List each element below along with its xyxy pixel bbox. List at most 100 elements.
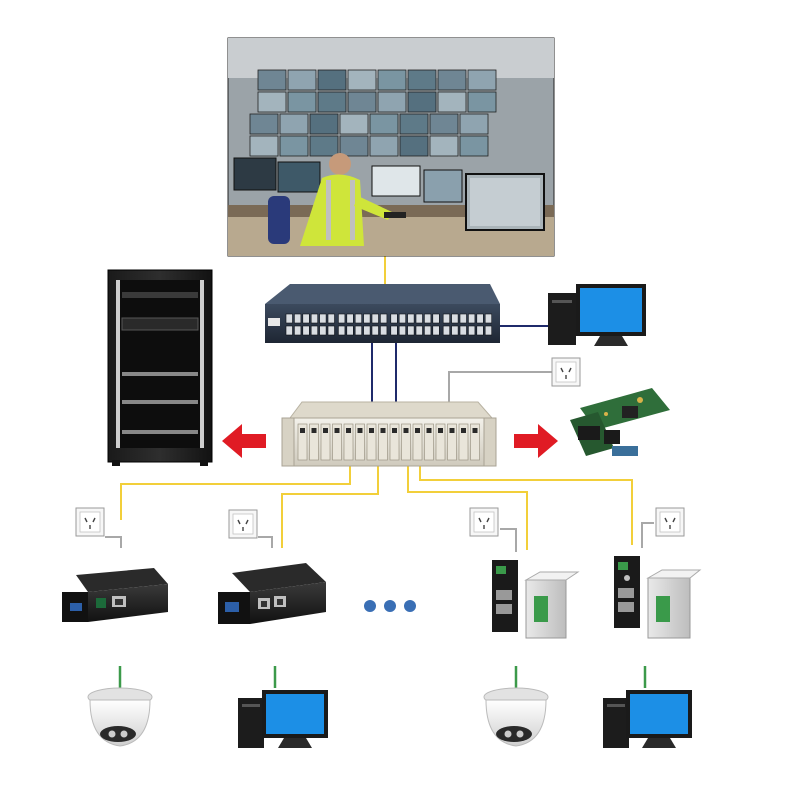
dome-camera-icon — [483, 687, 549, 747]
video-wall-tile — [407, 69, 437, 91]
arrow-right-icon — [514, 424, 558, 458]
switch-port — [398, 325, 407, 336]
power-outlet-icon — [228, 509, 258, 539]
power-outlet-icon — [469, 507, 499, 537]
switch-port — [338, 313, 346, 324]
video-wall-tile — [407, 91, 437, 113]
switch-port — [432, 325, 440, 336]
power-outlet-icon — [655, 507, 685, 537]
switch-port — [415, 313, 423, 324]
media-converter-icon — [218, 563, 326, 624]
video-wall-tile — [467, 91, 497, 113]
chassis-slot — [355, 423, 365, 461]
slot-port — [415, 428, 420, 433]
fiber-line-3 — [407, 466, 528, 550]
switch-port — [442, 313, 451, 324]
slot-port — [438, 428, 443, 433]
power-outlet-icon — [551, 357, 581, 387]
slot-port — [380, 428, 386, 433]
video-wall-tile — [249, 135, 279, 157]
switch-port — [285, 313, 293, 324]
chassis-slot — [458, 423, 469, 461]
slot-port — [449, 428, 455, 433]
switch-port — [484, 313, 493, 324]
switch-port — [459, 325, 467, 336]
power-outlet-icon — [75, 507, 105, 537]
video-wall-tile — [339, 113, 369, 135]
slot-port — [403, 428, 409, 433]
fiber-line-4 — [419, 466, 633, 545]
slot-port — [426, 428, 432, 433]
chassis-slot — [332, 423, 342, 461]
switch-port — [432, 313, 440, 324]
switch-port — [319, 325, 327, 336]
video-wall-tile — [467, 69, 497, 91]
switch-port — [354, 325, 363, 336]
switch-port — [484, 325, 493, 336]
slot-port — [311, 428, 317, 433]
switch-port — [398, 313, 407, 324]
switch-port — [380, 325, 388, 336]
video-wall-tile — [399, 113, 429, 135]
switch-port — [371, 325, 379, 336]
chassis-icon — [281, 401, 497, 467]
chassis-slot — [309, 423, 319, 461]
video-wall-tile — [437, 91, 467, 113]
pcb-card-icon — [570, 388, 670, 456]
chassis-slot — [343, 423, 354, 461]
power-line-4 — [641, 522, 654, 548]
desktop-computer-icon — [238, 690, 328, 748]
switch-port — [294, 325, 302, 336]
video-wall-tile — [399, 135, 429, 157]
video-wall-tile — [437, 69, 467, 91]
slot-port — [323, 428, 328, 433]
chassis-slot — [320, 423, 331, 461]
din-rail-converter-icon — [492, 560, 580, 639]
switch-port — [363, 313, 371, 324]
switch-port — [468, 325, 476, 336]
chassis-slot — [378, 423, 388, 461]
chassis-power-line — [448, 371, 552, 402]
switch-port — [363, 325, 371, 336]
switch-port — [468, 313, 476, 324]
video-wall-tile — [249, 113, 279, 135]
switch-port — [302, 325, 310, 336]
switch-port — [310, 313, 319, 324]
switch-port — [285, 325, 293, 336]
video-wall-tile — [317, 91, 347, 113]
switch-port — [390, 313, 398, 324]
fiber-line-2 — [281, 466, 379, 548]
switch-port — [338, 325, 346, 336]
connection-lines — [105, 256, 654, 688]
switch-port — [346, 325, 354, 336]
video-wall-tile — [257, 91, 287, 113]
power-line-2 — [258, 536, 273, 548]
switch-port — [327, 325, 335, 336]
switch-port — [407, 325, 415, 336]
video-wall-tile — [369, 113, 399, 135]
server-rack-icon — [107, 269, 213, 466]
switch-port — [476, 325, 484, 336]
video-wall-tile — [279, 135, 309, 157]
slot-port — [392, 428, 397, 433]
video-wall-tile — [347, 91, 377, 113]
video-wall-tile — [429, 135, 459, 157]
media-converter-icon — [62, 568, 168, 622]
switch-port — [424, 313, 432, 324]
slot-port — [300, 428, 305, 433]
switch-port — [371, 313, 379, 324]
slot-port — [472, 428, 478, 433]
slot-port — [369, 428, 374, 433]
switch-port — [354, 313, 363, 324]
video-wall-tile — [317, 69, 347, 91]
switch-port — [415, 325, 423, 336]
video-wall-tile — [459, 113, 489, 135]
switch-port — [346, 313, 354, 324]
switch-port — [302, 313, 310, 324]
fiber-line-1 — [120, 466, 351, 520]
switch-port — [407, 313, 415, 324]
video-wall-tile — [287, 69, 317, 91]
arrow-left-icon — [222, 424, 266, 458]
chassis-slot — [447, 423, 457, 461]
